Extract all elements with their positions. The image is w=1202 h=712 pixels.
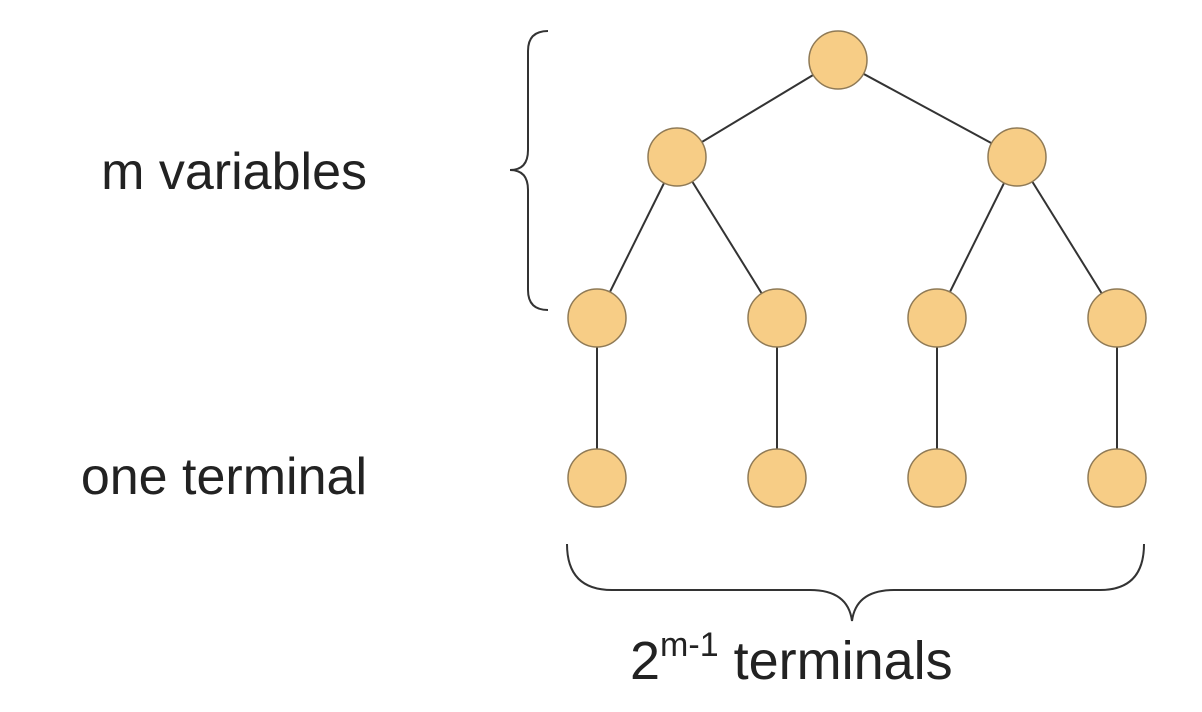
terminal-node-3 xyxy=(907,448,967,508)
edge-right-leftchild xyxy=(936,156,1018,319)
edge-left-rightchild xyxy=(676,156,778,319)
edge-root-left xyxy=(676,59,839,158)
terminal-node-2 xyxy=(747,448,807,508)
edge-root-right xyxy=(837,59,1018,158)
m-variables-label: m variables xyxy=(101,143,367,201)
one-terminal-label: one terminal xyxy=(80,448,367,506)
node-level3-4 xyxy=(1087,288,1147,348)
node-level3-3 xyxy=(907,288,967,348)
terminals-exponent: m-1 xyxy=(660,626,719,664)
terminal-node-1 xyxy=(567,448,627,508)
edge-right-rightchild xyxy=(1016,156,1118,319)
bottom-curly-brace xyxy=(566,543,1145,622)
terminals-count-label: 2m-1 terminals xyxy=(630,628,953,691)
node-root xyxy=(808,30,868,90)
node-level3-2 xyxy=(747,288,807,348)
terminal-node-4 xyxy=(1087,448,1147,508)
terminals-base: 2 xyxy=(630,631,661,691)
terminals-text: terminals xyxy=(718,631,953,691)
node-level2-right xyxy=(987,127,1047,187)
edge-left-leftchild xyxy=(596,156,678,319)
node-level3-1 xyxy=(567,288,627,348)
tree-nodes xyxy=(567,30,1147,508)
tree-edges xyxy=(596,59,1118,478)
left-curly-brace xyxy=(509,30,549,311)
node-level2-left xyxy=(647,127,707,187)
